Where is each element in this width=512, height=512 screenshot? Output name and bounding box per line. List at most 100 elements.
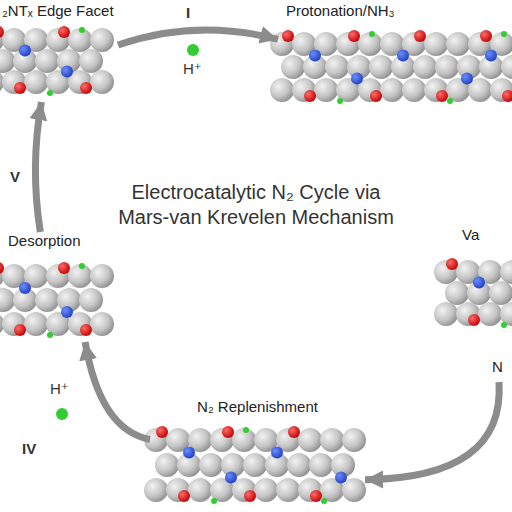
oxygen-atom <box>58 26 70 38</box>
state-panel: Desorption <box>0 232 112 342</box>
metal-atom <box>188 478 212 502</box>
metal-atom <box>402 78 426 102</box>
oxygen-atom <box>304 90 316 102</box>
metal-atom <box>24 70 48 94</box>
proton-dot <box>187 44 199 56</box>
nitrogen-atom <box>225 472 237 484</box>
step-number: I <box>186 4 190 22</box>
metal-atom <box>79 49 103 73</box>
metal-atom <box>358 32 382 56</box>
state-panel: Va <box>440 226 512 331</box>
metal-atom <box>2 312 26 336</box>
oxygen-atom <box>436 90 448 102</box>
nitrogen-atom <box>351 73 363 85</box>
step-arrow <box>365 382 499 480</box>
metal-atom <box>0 49 15 73</box>
state-panel: N <box>488 358 510 382</box>
metal-atom <box>199 453 223 477</box>
oxygen-atom <box>370 90 382 102</box>
oxygen-atom <box>80 82 92 94</box>
nitrogen-atom <box>461 73 473 85</box>
metal-atom <box>232 428 256 452</box>
metal-atom <box>276 478 300 502</box>
oxygen-atom <box>310 490 322 502</box>
step-arrow <box>85 342 150 439</box>
metal-atom <box>232 478 256 502</box>
metal-atom <box>24 312 48 336</box>
metal-atom <box>434 302 458 326</box>
state-panel: N₂ Replenishment <box>150 398 365 510</box>
oxygen-atom <box>14 82 26 94</box>
oxygen-atom <box>0 26 4 38</box>
step-number: V <box>10 168 20 186</box>
oxygen-atom <box>480 30 492 42</box>
oxygen-atom <box>502 90 512 102</box>
hydrogen-atom <box>211 498 217 504</box>
hydrogen-atom <box>501 322 507 328</box>
proton-dot <box>56 408 68 420</box>
state-heading: ₂NTₓ Edge Facet <box>2 2 114 20</box>
proton-label: H⁺ <box>50 380 69 398</box>
nitrogen-atom <box>183 447 195 459</box>
state-panel: Protonation/NH₃ <box>278 2 512 106</box>
oxygen-atom <box>80 324 92 336</box>
metal-atom <box>309 453 333 477</box>
metal-atom <box>243 453 267 477</box>
metal-atom <box>0 288 15 312</box>
nitrogen-atom <box>271 447 283 459</box>
hydrogen-atom <box>337 98 343 104</box>
metal-atom <box>413 55 437 79</box>
metal-atom <box>445 281 469 305</box>
metal-atom <box>424 32 448 56</box>
nitrogen-atom <box>485 50 497 62</box>
oxygen-atom <box>414 30 426 42</box>
hydrogen-atom <box>447 98 453 104</box>
state-panel: ₂NTₓ Edge Facet <box>2 2 118 102</box>
metal-atom <box>325 55 349 79</box>
oxygen-atom <box>0 262 4 274</box>
diagram-title: Electrocatalytic N₂ Cycle via Mars-van K… <box>106 180 406 230</box>
proton-label: H⁺ <box>183 60 202 78</box>
metal-atom <box>435 55 459 79</box>
oxygen-atom <box>446 258 458 270</box>
state-heading: N₂ Replenishment <box>197 398 318 416</box>
metal-atom <box>90 312 114 336</box>
metal-atom <box>2 70 26 94</box>
metal-atom <box>298 428 322 452</box>
nitrogen-atom <box>335 472 347 484</box>
nitrogen-atom <box>397 50 409 62</box>
step-arrow <box>118 30 278 45</box>
oxygen-atom <box>14 324 26 336</box>
metal-atom <box>79 288 103 312</box>
oxygen-atom <box>178 490 190 502</box>
oxygen-atom <box>222 426 234 438</box>
metal-atom <box>281 55 305 79</box>
nitrogen-atom <box>473 277 485 289</box>
metal-atom <box>489 281 512 305</box>
state-heading: N <box>492 358 503 376</box>
metal-atom <box>490 78 512 102</box>
hydrogen-atom <box>243 427 249 433</box>
metal-atom <box>380 78 404 102</box>
metal-atom <box>166 478 190 502</box>
metal-atom <box>155 453 179 477</box>
metal-atom <box>287 453 311 477</box>
metal-atom <box>501 55 512 79</box>
hydrogen-atom <box>501 31 507 37</box>
oxygen-atom <box>156 426 168 438</box>
metal-atom <box>369 55 393 79</box>
oxygen-atom <box>244 490 256 502</box>
hydrogen-atom <box>321 498 327 504</box>
oxygen-atom <box>282 30 294 42</box>
metal-atom <box>424 78 448 102</box>
metal-atom <box>254 478 278 502</box>
oxygen-atom <box>288 426 300 438</box>
metal-atom <box>342 428 366 452</box>
metal-atom <box>90 264 114 288</box>
hydrogen-atom <box>47 332 53 338</box>
metal-atom <box>90 28 114 52</box>
hydrogen-atom <box>79 263 85 269</box>
metal-atom <box>456 302 480 326</box>
